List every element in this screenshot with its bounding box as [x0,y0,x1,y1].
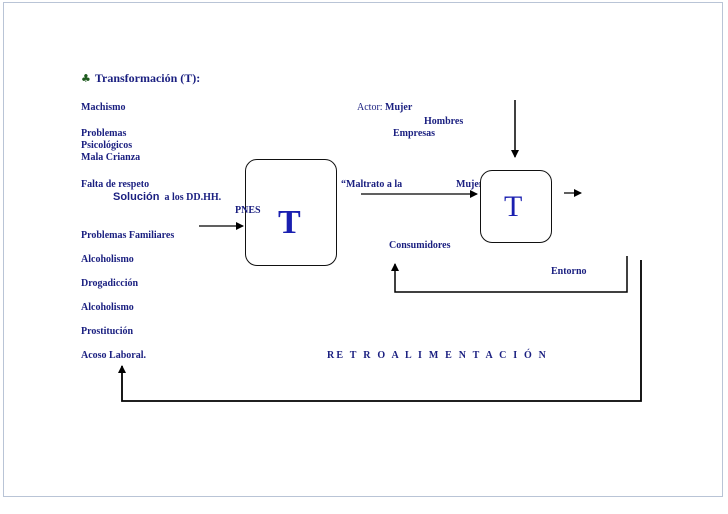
cause-alcoholismo-2: Alcoholismo [81,302,134,313]
transformation-box-1 [245,159,337,266]
cause-solucion-ddhh: Solución a los DD.HH. [113,191,221,204]
section-heading: ♣Transformación (T): [81,72,200,85]
cause-acoso-laboral: Acoso Laboral. [81,350,146,361]
cause-problemas: Problemas [81,128,127,139]
cause-alcoholismo: Alcoholismo [81,254,134,265]
cause-machismo: Machismo [81,102,126,113]
transformation-t-1: T [278,204,301,241]
inner-feedback-loop [391,256,628,293]
ddhh-label: a los DD.HH. [164,192,222,203]
slide-frame [3,2,723,497]
cause-drogadiccion: Drogadicción [81,278,139,289]
club-icon: ♣ [81,72,91,85]
actor-mujer: Mujer [385,102,413,113]
actor-label: Actor: [357,102,383,113]
cause-prostitucion: Prostitución [81,326,134,337]
solucion-label: Solución [113,191,160,203]
transformation-box-2 [480,170,552,243]
cause-problemas-familiares: Problemas Familiares [81,230,175,241]
outer-feedback-loop [118,260,642,402]
actor-line: Actor: Mujer [357,102,412,114]
maltrato-label: “Maltrato a la [341,179,403,190]
cause-psicologicos: Psicológicos [81,140,133,151]
cause-mala-crianza: Mala Crianza [81,152,141,163]
consumidores-label: Consumidores [389,240,451,251]
entorno-label: Entorno [551,266,587,277]
mujer-quote-label: Mujer” [456,179,489,190]
heading-title: Transformación (T): [94,71,201,85]
cause-falta-respeto: Falta de respeto [81,179,150,190]
actor-hombres: Hombres [424,116,464,127]
retroalimentacion-label: RE T R O A L I M E N T A C I Ó N [327,350,549,361]
actor-empresas: Empresas [393,128,436,139]
transformation-t-2: T [504,190,523,223]
pnes-label: PNES [235,205,261,216]
